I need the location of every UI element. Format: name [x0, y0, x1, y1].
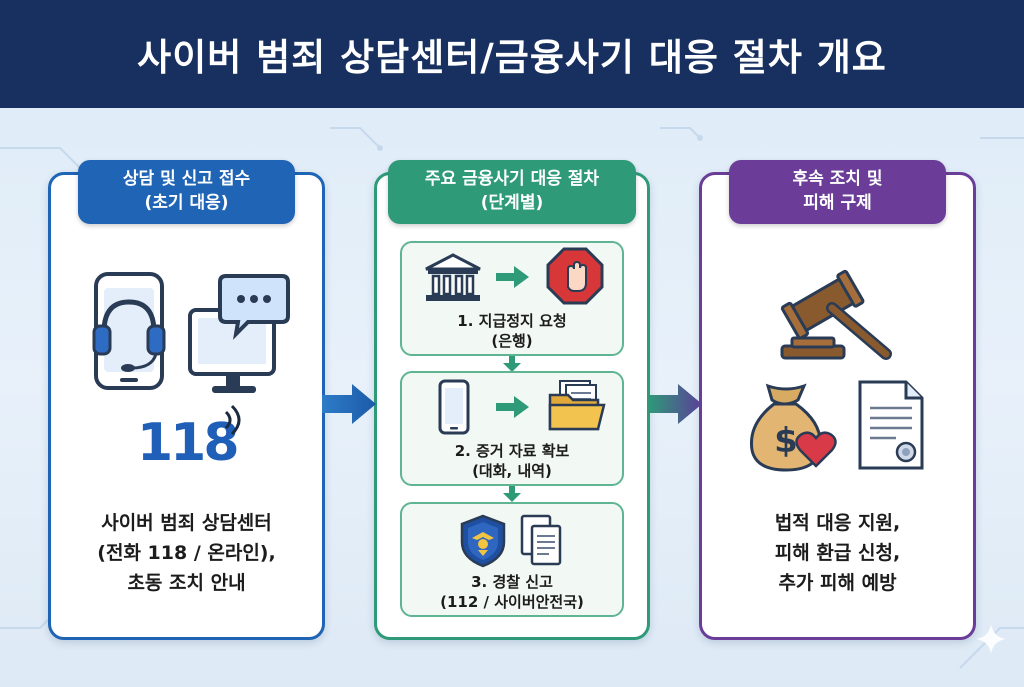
- panel-2-tab-line-1: 주요 금융사기 대응 절차: [424, 169, 600, 189]
- step-3-sub: (112 / 사이버안전국): [440, 593, 584, 611]
- step-3-box: 3. 경찰 신고 (112 / 사이버안전국): [400, 502, 624, 617]
- signal-wave-icon: [224, 404, 241, 436]
- panel-2-tab-line-2: (단계별): [480, 193, 544, 213]
- step-3-title: 3. 경찰 신고: [471, 573, 553, 591]
- chat-monitor-icon: [188, 274, 290, 393]
- bank-icon: [425, 253, 481, 301]
- page-title: 사이버 범죄 상담센터/금융사기 대응 절차 개요: [137, 36, 887, 79]
- panel-3-tab: 후속 조치 및 피해 구제: [729, 160, 946, 224]
- step-1-sub: (은행): [491, 332, 533, 350]
- panel-1-tab-line-1: 상담 및 신고 접수: [122, 169, 251, 189]
- step-3-label: 3. 경찰 신고 (112 / 사이버안전국): [402, 572, 622, 612]
- step-2-box: 2. 증거 자료 확보 (대화, 내역): [400, 371, 624, 486]
- phone-headset-icon: [92, 272, 166, 390]
- step-arrow-1-icon: [503, 356, 521, 372]
- certificate-icon: [858, 380, 924, 470]
- step-arrow-2-icon: [503, 486, 521, 502]
- stop-hand-icon: [546, 247, 604, 305]
- sparkle-icon: [976, 624, 1006, 654]
- panel-initial-response: [48, 172, 325, 640]
- panel-1-text-line-1: 사이버 범죄 상담센터: [101, 512, 272, 534]
- arrow-right-icon: [496, 396, 529, 418]
- documents-icon: [520, 514, 562, 566]
- smartphone-icon: [438, 379, 470, 435]
- panel-3-text-line-3: 추가 피해 예방: [778, 572, 897, 594]
- arrow-right-icon: [496, 266, 529, 288]
- step-1-label: 1. 지급정지 요청 (은행): [402, 311, 622, 351]
- step-1-box: 1. 지급정지 요청 (은행): [400, 241, 624, 356]
- panel-3-text-line-2: 피해 환급 신청,: [774, 542, 901, 564]
- panel-1-text-line-2: (전화 118 / 온라인),: [97, 542, 276, 564]
- step-2-title: 2. 증거 자료 확보: [454, 442, 570, 460]
- gavel-icon: [780, 269, 892, 360]
- panel-1-description: 사이버 범죄 상담센터 (전화 118 / 온라인), 초동 조치 안내: [60, 508, 313, 598]
- step-1-title: 1. 지급정지 요청: [457, 312, 567, 330]
- panel-1-tab-line-2: (초기 대응): [144, 193, 229, 213]
- step-2-sub: (대화, 내역): [472, 462, 552, 480]
- panel-3-text-line-1: 법적 대응 지원,: [774, 512, 901, 534]
- panel-1-tab: 상담 및 신고 접수 (초기 대응): [78, 160, 295, 224]
- money-bag-heart-icon: $: [749, 383, 837, 472]
- step-2-label: 2. 증거 자료 확보 (대화, 내역): [402, 441, 622, 481]
- panel-2-tab: 주요 금융사기 대응 절차 (단계별): [388, 160, 636, 224]
- panel-1-text-line-3: 초동 조치 안내: [127, 572, 246, 594]
- svg-text:$: $: [774, 421, 798, 461]
- panel-3-description: 법적 대응 지원, 피해 환급 신청, 추가 피해 예방: [711, 508, 964, 598]
- panel-3-tab-line-2: 피해 구제: [803, 193, 872, 213]
- panel-3-tab-line-1: 후속 조치 및: [792, 169, 883, 189]
- hotline-number: 118: [137, 413, 240, 473]
- folder-documents-icon: [548, 380, 606, 431]
- flow-arrow-2-icon: [648, 384, 702, 424]
- police-badge-icon: [460, 514, 506, 568]
- header-bar: 사이버 범죄 상담센터/금융사기 대응 절차 개요: [0, 0, 1024, 108]
- flow-arrow-1-icon: [322, 384, 376, 424]
